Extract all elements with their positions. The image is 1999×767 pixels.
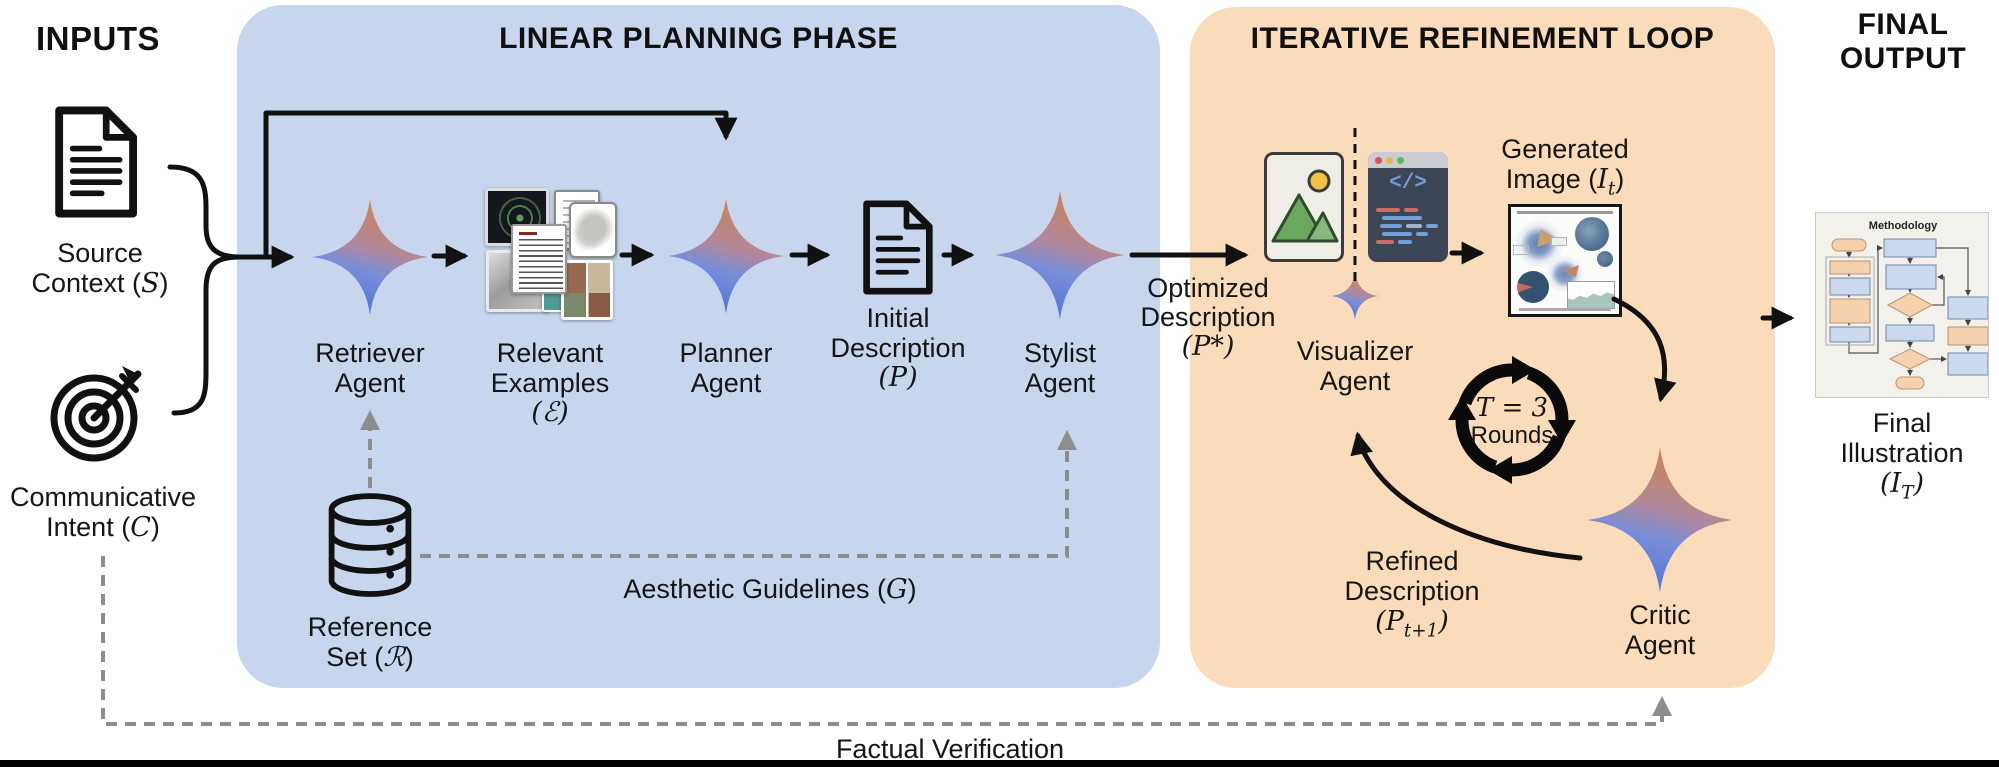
code-window-icon: </> bbox=[1368, 152, 1448, 262]
area-fill bbox=[1568, 292, 1614, 308]
code-line bbox=[1416, 232, 1428, 236]
relevant-examples-collage-icon bbox=[485, 186, 617, 324]
planner-agent-sparkle-icon bbox=[668, 198, 784, 314]
communicative-intent-label: Communicative Intent (C) bbox=[9, 482, 197, 543]
inputs-title: INPUTS bbox=[35, 20, 160, 57]
methodology-title: Methodology bbox=[1869, 220, 1938, 232]
code-line bbox=[1426, 224, 1438, 228]
final-output-title: FINAL OUTPUT bbox=[1810, 8, 1996, 76]
reference-set-database-icon bbox=[328, 493, 412, 597]
stylist-agent-label: Stylist Agent bbox=[1023, 338, 1096, 398]
final-title-line1: FINAL bbox=[1857, 8, 1949, 41]
aesthetic-guidelines-label: Aesthetic Guidelines (G) bbox=[623, 574, 917, 605]
thumb-title-line bbox=[1517, 211, 1613, 214]
rounds-label: T = 3 Rounds bbox=[1470, 393, 1554, 449]
source-document-icon bbox=[55, 106, 137, 218]
target-icon bbox=[50, 366, 142, 462]
visualizer-agent-label: Visualizer Agent bbox=[1296, 336, 1414, 396]
initial-description-document-icon bbox=[863, 200, 933, 295]
critic-agent-label: Critic Agent bbox=[1624, 600, 1696, 660]
planet-circle bbox=[1575, 217, 1609, 251]
final-illustration-thumbnail: Methodology bbox=[1815, 212, 1989, 398]
tiny-box bbox=[1551, 237, 1567, 246]
window-dot-red bbox=[1375, 157, 1382, 164]
code-line bbox=[1398, 240, 1412, 244]
code-line bbox=[1382, 232, 1412, 236]
code-line bbox=[1382, 216, 1422, 220]
example-paper bbox=[511, 224, 567, 294]
pie-circle bbox=[1517, 271, 1549, 303]
generated-image-thumbnail bbox=[1508, 204, 1622, 317]
window-dot-green bbox=[1397, 157, 1404, 164]
optimized-description-label: Optimized Description (P*) bbox=[1140, 273, 1276, 362]
refinement-title: ITERATIVE REFINEMENT LOOP bbox=[1250, 22, 1715, 55]
tiny-box bbox=[1513, 245, 1529, 255]
picture-icon bbox=[1264, 152, 1344, 262]
source-context-label: Source Context (S) bbox=[31, 238, 169, 299]
code-line bbox=[1376, 240, 1394, 244]
mini-area-chart bbox=[1567, 281, 1615, 309]
visualizer-agent-sparkle-icon bbox=[1331, 272, 1379, 320]
retriever-agent-label: Retriever Agent bbox=[315, 338, 425, 398]
retriever-agent-sparkle-icon bbox=[312, 199, 428, 315]
stylist-agent-sparkle-icon bbox=[995, 190, 1125, 320]
code-line bbox=[1376, 208, 1400, 212]
thumb-caption-line bbox=[1519, 308, 1611, 311]
critic-agent-sparkle-icon bbox=[1587, 447, 1733, 593]
photo-cell bbox=[564, 292, 586, 317]
planning-title: LINEAR PLANNING PHASE bbox=[499, 22, 898, 55]
final-illustration-label: Final Illustration (IT) bbox=[1840, 408, 1964, 504]
reference-set-label: Reference Set (ℛ) bbox=[307, 612, 433, 673]
factual-verification-label: Factual Verification bbox=[835, 734, 1065, 764]
code-line bbox=[1404, 208, 1418, 212]
code-tag-glyph: </> bbox=[1389, 172, 1427, 195]
code-window-titlebar bbox=[1368, 152, 1448, 168]
generated-image-label: Generated Image (It) bbox=[1501, 134, 1629, 200]
final-title-line2: OUTPUT bbox=[1839, 42, 1967, 75]
initial-description-label: Initial Description (P) bbox=[830, 303, 966, 393]
small-circle bbox=[1597, 251, 1613, 267]
bottom-border-bar bbox=[0, 760, 1999, 767]
refined-description-label: Refined Description (Pt+1) bbox=[1344, 546, 1480, 642]
example-photo-grid bbox=[561, 260, 613, 320]
photo-cell bbox=[588, 292, 610, 317]
code-line bbox=[1406, 224, 1422, 228]
code-line bbox=[1380, 224, 1402, 228]
planner-agent-label: Planner Agent bbox=[679, 338, 773, 398]
window-dot-yellow bbox=[1386, 157, 1393, 164]
relevant-examples-label: Relevant Examples (ℰ) bbox=[490, 338, 610, 428]
example-molecule bbox=[569, 202, 617, 258]
